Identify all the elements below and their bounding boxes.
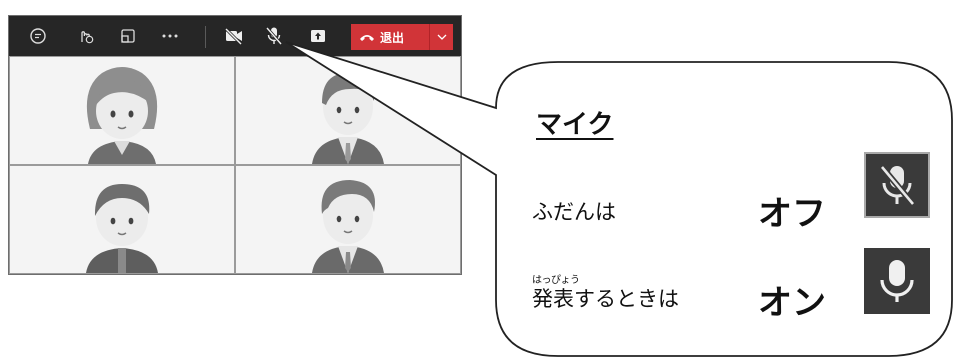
meeting-toolbar: 退出 xyxy=(9,16,461,56)
share-screen-icon xyxy=(311,30,325,42)
mic-on-example xyxy=(864,248,930,314)
callout-title: マイク xyxy=(536,110,614,140)
mic-off-description: ふだんは xyxy=(532,200,616,224)
video-tile[interactable] xyxy=(235,165,461,274)
toolbar-divider xyxy=(205,26,206,48)
microphone-off-icon xyxy=(879,165,916,206)
video-tile[interactable] xyxy=(9,56,235,165)
meeting-window: 退出 xyxy=(8,15,462,275)
mic-on-description: はっぴょう 発表 するときは xyxy=(532,275,679,313)
microphone-on-icon xyxy=(880,260,914,302)
chat-button[interactable] xyxy=(25,24,51,48)
participant-man-tie-avatar xyxy=(312,180,384,273)
more-options-icon xyxy=(162,34,178,38)
reactions-button[interactable] xyxy=(73,24,99,48)
video-tile[interactable] xyxy=(235,56,461,165)
mic-off-example xyxy=(864,152,930,218)
chevron-down-icon xyxy=(437,34,446,40)
participant-man-suit-avatar xyxy=(312,73,384,164)
leave-label: 退出 xyxy=(380,30,405,45)
ruby-base: 発表 xyxy=(532,287,574,311)
mic-off-state: オフ xyxy=(758,194,826,234)
more-options-button[interactable] xyxy=(157,24,183,48)
leave-options-dropdown[interactable] xyxy=(429,24,453,50)
video-tile[interactable] xyxy=(9,165,235,274)
share-tray-icon xyxy=(121,29,135,43)
ruby-word: はっぴょう 発表 xyxy=(532,275,580,313)
mic-toggle-button[interactable] xyxy=(261,24,287,48)
phone-hangup-icon xyxy=(360,34,374,41)
leave-button[interactable]: 退出 xyxy=(351,24,429,50)
share-screen-button[interactable] xyxy=(305,24,331,48)
reactions-icon xyxy=(81,31,94,44)
participant-boy-avatar xyxy=(86,184,158,273)
video-grid xyxy=(9,56,461,274)
mic-on-state: オン xyxy=(758,283,826,323)
microphone-off-icon xyxy=(265,27,283,45)
share-tray-button[interactable] xyxy=(115,24,141,48)
ruby-reading: はっぴょう xyxy=(532,275,580,286)
chat-icon xyxy=(30,28,46,44)
camera-off-icon xyxy=(224,27,243,45)
camera-toggle-button[interactable] xyxy=(221,24,247,48)
mic-on-description-rest: するときは xyxy=(574,287,679,311)
participant-girl-avatar xyxy=(86,67,158,164)
